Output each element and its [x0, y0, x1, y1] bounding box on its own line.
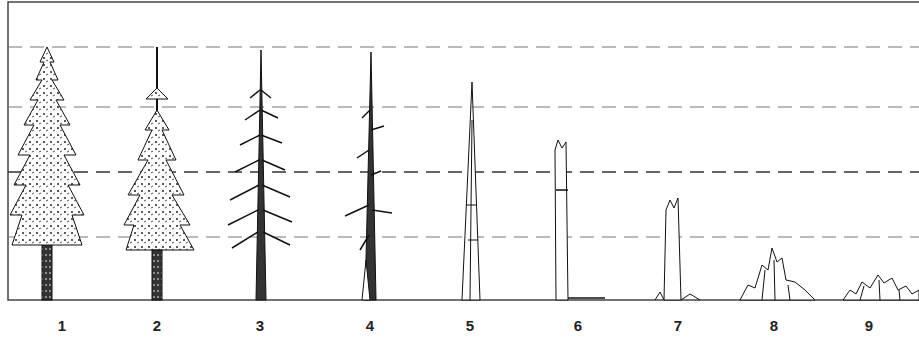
class-number: 2: [153, 318, 161, 333]
class-number: 4: [366, 318, 374, 333]
class-number: 8: [770, 318, 778, 333]
class-number: 5: [466, 318, 474, 333]
frame: [8, 2, 919, 300]
trees: [10, 47, 919, 300]
class-number: 3: [256, 318, 264, 333]
class-number: 7: [674, 318, 682, 333]
class-number: 9: [865, 318, 873, 333]
class-number: 6: [574, 318, 582, 333]
class-number: 1: [58, 318, 66, 333]
